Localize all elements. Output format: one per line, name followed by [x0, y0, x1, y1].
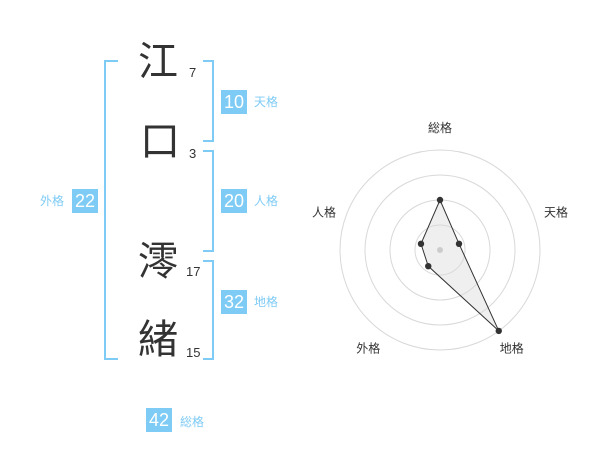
char-3-strokes: 17	[186, 264, 201, 279]
char-1-strokes: 7	[189, 65, 197, 80]
char-2-strokes: 3	[189, 146, 197, 161]
radar-axis-label-5: 人格	[312, 204, 336, 219]
gaikaku-label: 外格	[40, 194, 65, 208]
radar-point-2	[455, 240, 463, 248]
chikaku-value: 32	[221, 290, 247, 314]
radar-axis-label-4: 外格	[356, 341, 380, 356]
jinkaku-label: 人格	[254, 194, 279, 208]
radar-point-3	[495, 327, 502, 335]
radar-axis-label-1: 総格	[428, 120, 452, 135]
soukaku-label: 総格	[180, 415, 205, 429]
radar-data-polygon	[420, 198, 500, 332]
tenkaku-value: 10	[221, 90, 247, 114]
radar-axis-label-3: 地格	[500, 341, 524, 356]
jinkaku-bracket	[203, 150, 214, 252]
char-3-kanji: 澪	[138, 239, 178, 285]
tenkaku-label: 天格	[254, 95, 279, 109]
gaikaku-value: 22	[72, 189, 98, 213]
char-4-strokes: 15	[186, 345, 201, 360]
radar-ring-4	[339, 149, 541, 351]
radar-ring-3	[364, 174, 516, 326]
radar-point-4	[425, 262, 432, 270]
jinkaku-value: 20	[221, 189, 247, 213]
radar-ring-1	[414, 224, 466, 276]
gaikaku-bracket	[104, 60, 118, 360]
radar-point-1	[436, 196, 444, 204]
chikaku-bracket	[203, 260, 214, 360]
soukaku-value: 42	[146, 408, 172, 432]
char-4-kanji: 緒	[138, 317, 178, 363]
char-2-kanji: 口	[140, 119, 180, 165]
char-1-kanji: 江	[138, 39, 178, 85]
radar-center-dot	[437, 247, 443, 253]
radar-point-5	[417, 240, 425, 248]
chikaku-label: 地格	[254, 295, 279, 309]
radar-axis-label-2: 天格	[544, 204, 568, 219]
tenkaku-bracket	[203, 60, 214, 142]
